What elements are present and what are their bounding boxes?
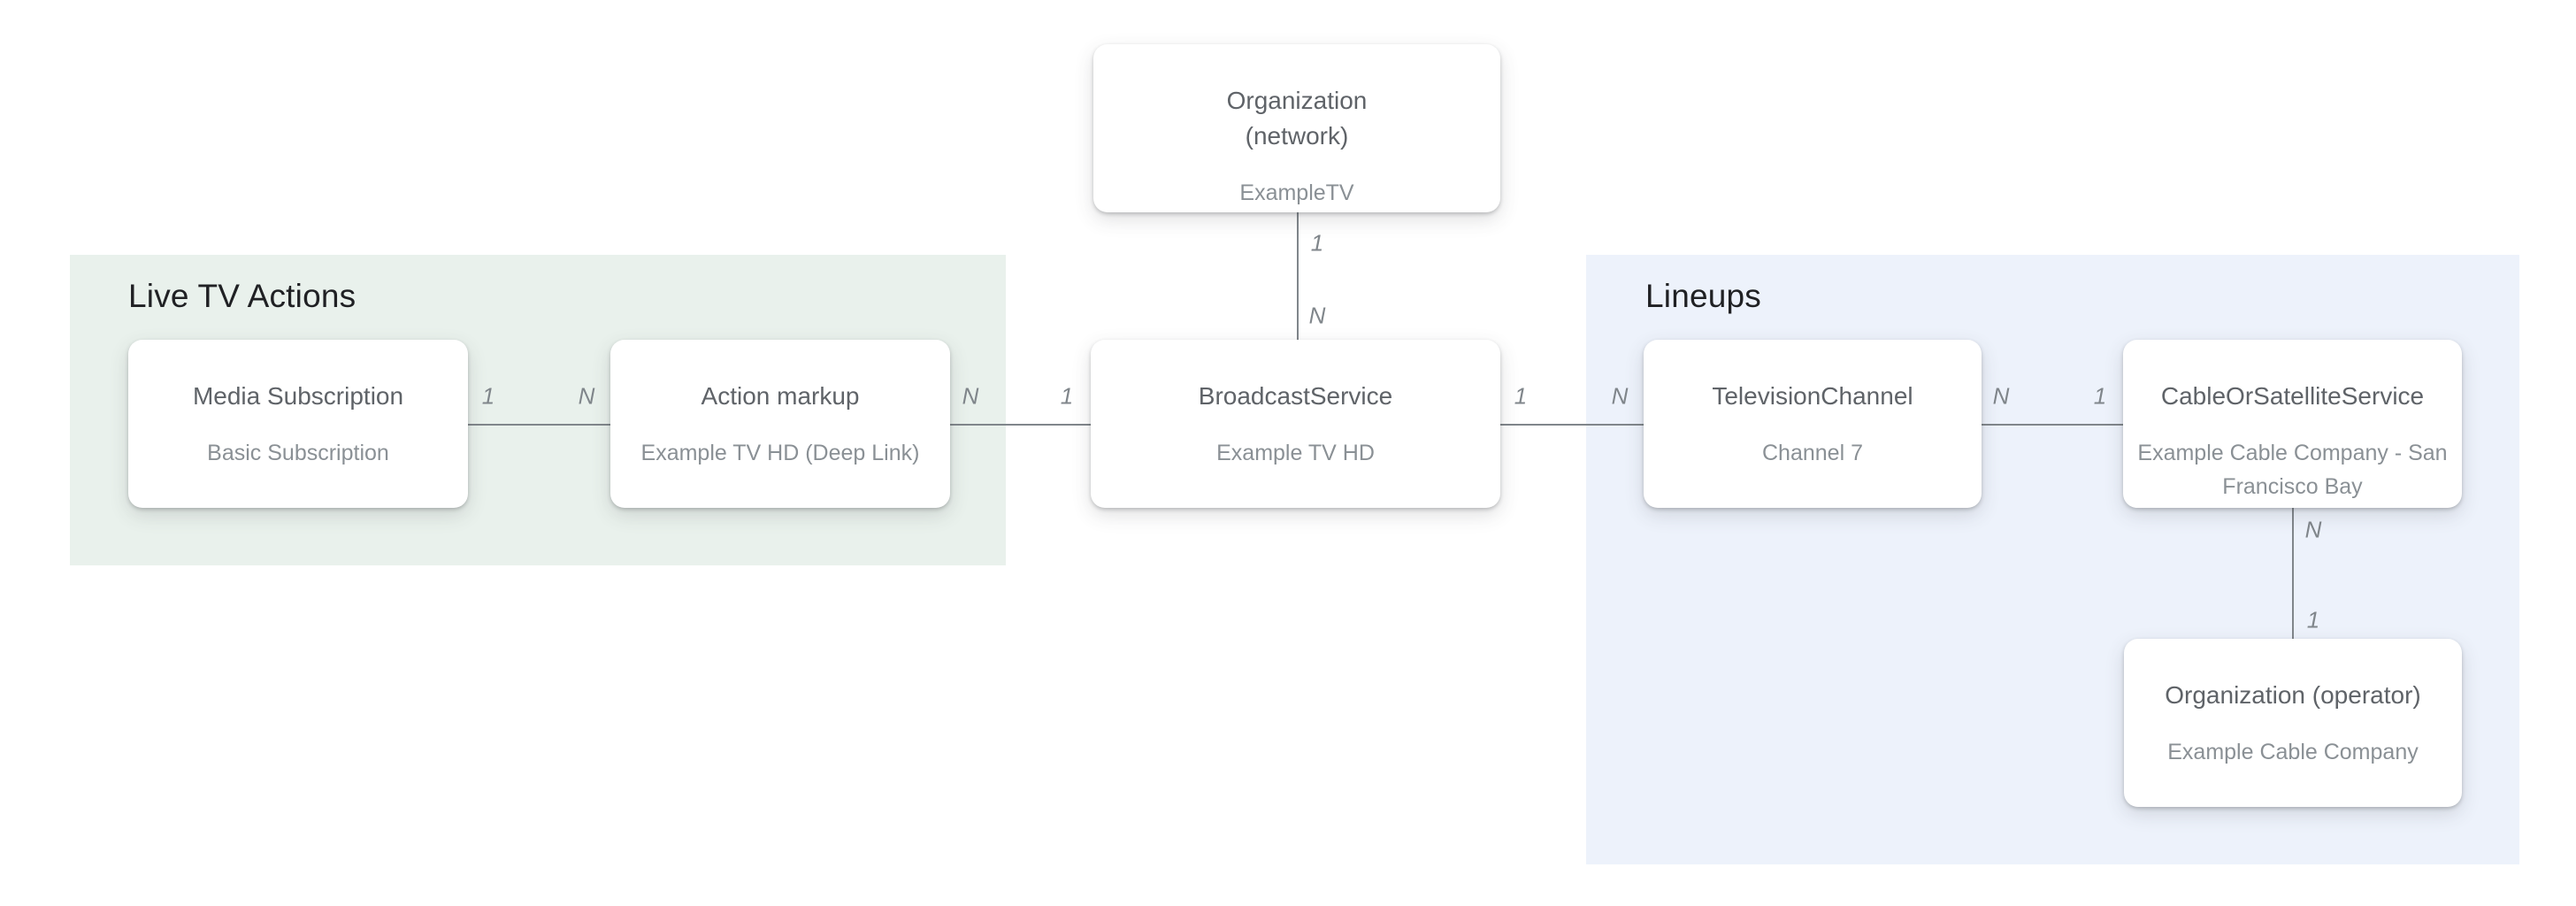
node-title: Organization (network) (1226, 87, 1368, 150)
node-title: Organization (operator) (2165, 681, 2421, 709)
node-television-channel: TelevisionChannel Channel 7 (1644, 340, 1982, 508)
node-media-subscription: Media Subscription Basic Subscription (128, 340, 468, 508)
cardinality-label: 1 (1060, 382, 1074, 410)
node-organization-operator: Organization (operator) Example Cable Co… (2124, 639, 2462, 807)
cardinality-label: 1 (481, 382, 495, 410)
node-subtitle: Example Cable Company - San Francisco Ba… (2137, 441, 2448, 499)
node-subtitle: Example Cable Company (2167, 740, 2419, 764)
group-lineups-label: Lineups (1645, 278, 1762, 314)
cardinality-label: 1 (1514, 382, 1528, 410)
node-subtitle: Channel 7 (1762, 441, 1863, 465)
node-title: BroadcastService (1198, 382, 1393, 410)
edge-cable-service-operator (2292, 508, 2294, 639)
node-broadcast-service: BroadcastService Example TV HD (1091, 340, 1500, 508)
edge-action-markup-broadcast-service (950, 424, 1091, 426)
node-subtitle: ExampleTV (1239, 180, 1354, 205)
cardinality-label: N (1611, 382, 1629, 410)
node-subtitle: Example TV HD (1216, 441, 1375, 465)
cardinality-label: 1 (1310, 229, 1324, 257)
group-live-tv-actions-label: Live TV Actions (128, 278, 356, 314)
cardinality-label: N (578, 382, 595, 410)
cardinality-label: N (2304, 516, 2322, 543)
cardinality-label: 1 (2306, 606, 2320, 633)
node-cable-or-satellite-service: CableOrSatelliteService Example Cable Co… (2123, 340, 2462, 508)
node-title: CableOrSatelliteService (2160, 382, 2425, 410)
node-subtitle: Basic Subscription (207, 441, 389, 465)
cardinality-label: N (1992, 382, 2010, 410)
cardinality-label: N (962, 382, 979, 410)
edge-network-broadcast-service (1297, 212, 1299, 340)
node-title: TelevisionChannel (1712, 382, 1913, 410)
node-action-markup: Action markup Example TV HD (Deep Link) (610, 340, 950, 508)
cardinality-label: N (1308, 302, 1326, 329)
node-title: Action markup (701, 382, 860, 410)
edge-media-subscription-action-markup (468, 424, 610, 426)
node-organization-network: Organization (network) ExampleTV (1093, 44, 1500, 212)
edge-broadcast-service-television-channel (1500, 424, 1644, 426)
node-subtitle: Example TV HD (Deep Link) (640, 441, 920, 465)
cardinality-label: 1 (2093, 382, 2107, 410)
node-title: Media Subscription (192, 382, 404, 410)
edge-television-channel-cable-service (1982, 424, 2123, 426)
